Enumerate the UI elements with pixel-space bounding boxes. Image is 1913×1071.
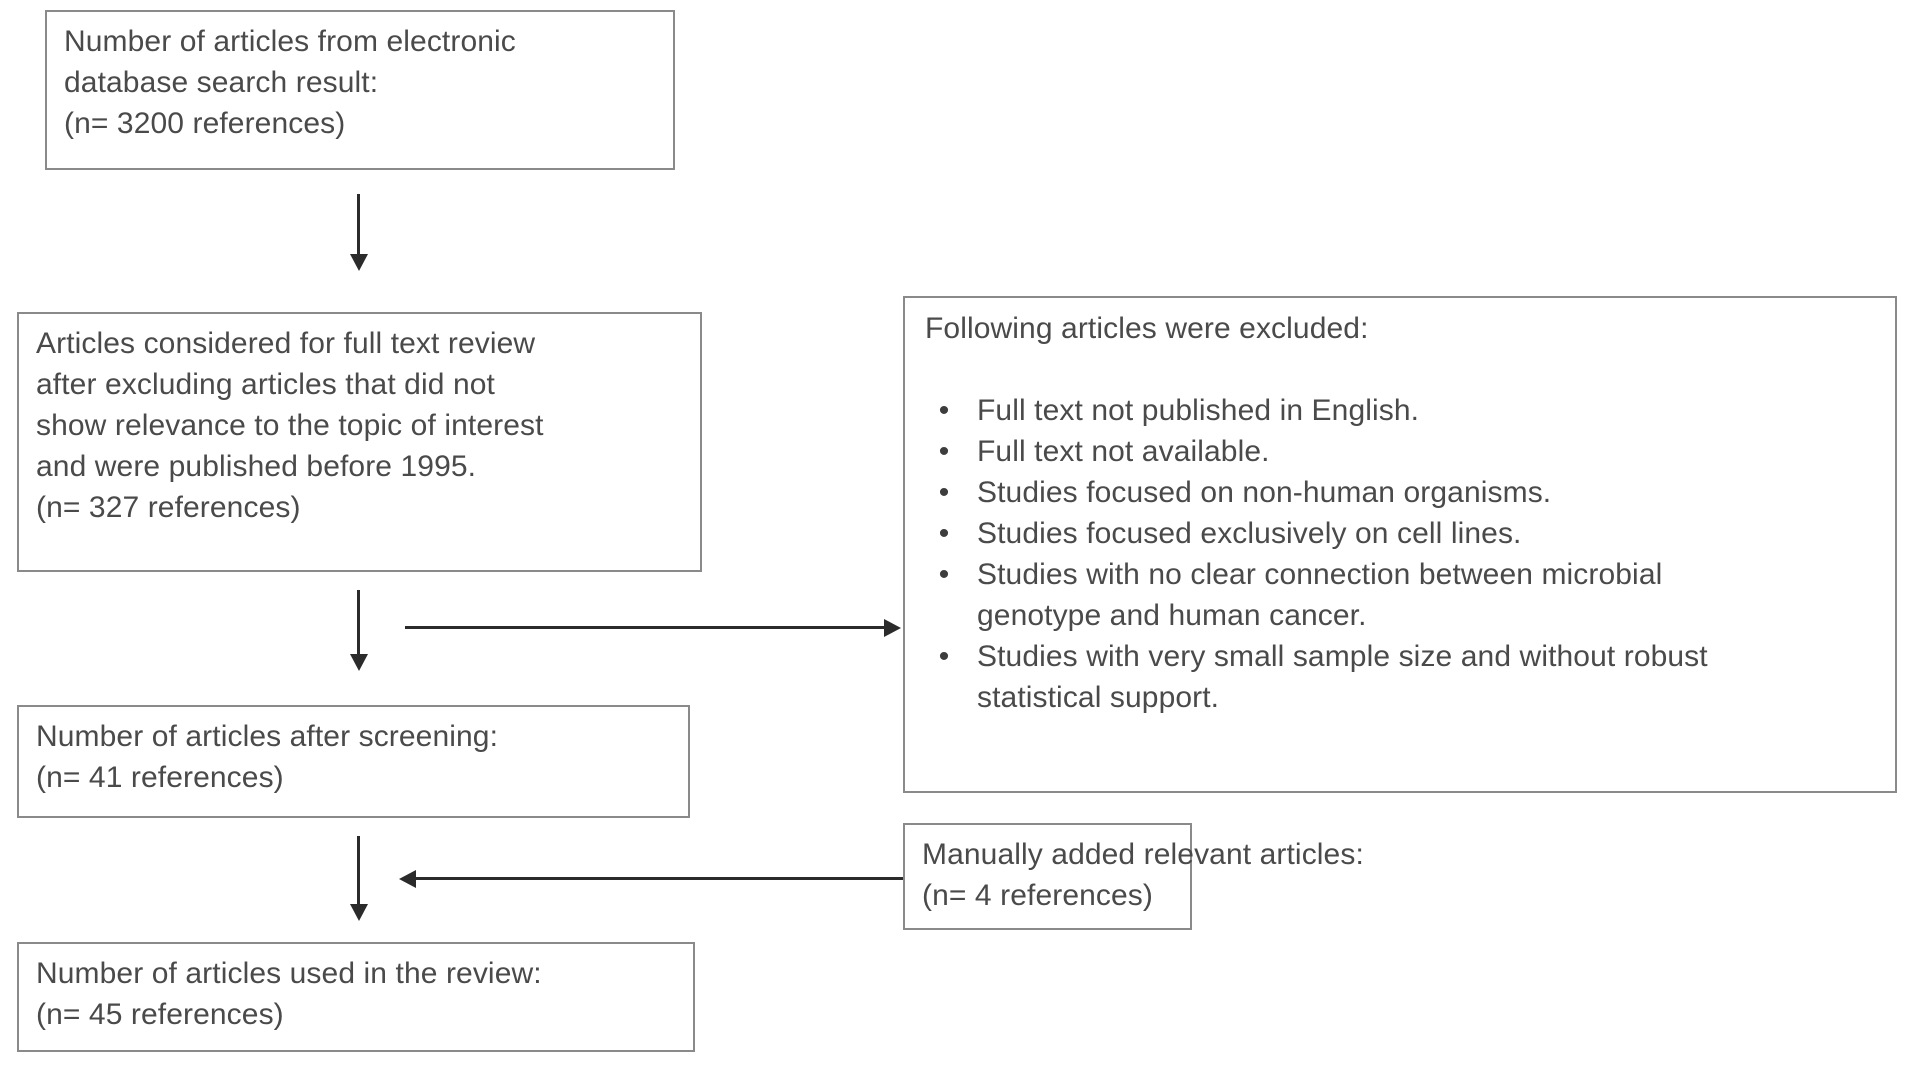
text-line: Articles considered for full text review (36, 327, 536, 360)
text-line-count: (n= 4 references) (922, 879, 1153, 912)
list-item-text: Studies focused on non-human organisms. (977, 476, 1552, 509)
text-line: Number of articles used in the review: (36, 957, 542, 990)
box-articles-used-in-review: Number of articles used in the review: (… (17, 942, 695, 1052)
text-line: Number of articles after screening: (36, 720, 499, 753)
list-item: • Studies focused exclusively on cell li… (925, 513, 1881, 554)
box-text: Articles considered for full text review… (36, 323, 690, 528)
text-line: after excluding articles that did not (36, 368, 495, 401)
connector-search-to-fulltext (357, 194, 360, 258)
bullet-icon: • (938, 640, 950, 673)
connector-manual-to-used (416, 877, 903, 880)
arrow-down-icon (350, 654, 368, 671)
text-line-count: (n= 327 references) (36, 491, 301, 524)
box-text: Manually added relevant articles: (n= 4 … (922, 834, 1364, 916)
text-line-count: (n= 45 references) (36, 998, 284, 1031)
connector-fulltext-to-excluded (405, 626, 887, 629)
box-articles-considered-full-text: Articles considered for full text review… (17, 312, 702, 572)
list-item-text: Full text not available. (977, 435, 1270, 468)
text-line: Number of articles from electronic (64, 25, 516, 58)
box-text: Number of articles used in the review: (… (36, 953, 683, 1035)
list-item-text: Studies focused exclusively on cell line… (977, 517, 1522, 550)
text-line: database search result: (64, 66, 379, 99)
connector-screening-to-used (357, 836, 360, 908)
bullet-icon: • (938, 558, 950, 591)
arrow-down-icon (350, 904, 368, 921)
box-manually-added-articles: Manually added relevant articles: (n= 4 … (903, 823, 1364, 930)
bullet-icon: • (938, 476, 950, 509)
list-item-text: Studies with no clear connection between… (977, 558, 1663, 591)
bullet-icon: • (938, 394, 950, 427)
arrow-left-icon (399, 870, 416, 888)
box-excluded-articles-criteria: Following articles were excluded: • Full… (903, 296, 1897, 793)
bullet-icon: • (938, 435, 950, 468)
text-line: show relevance to the topic of interest (36, 409, 544, 442)
arrow-right-icon (884, 619, 901, 637)
text-line: Manually added relevant articles: (922, 838, 1364, 871)
list-item-text-cont: statistical support. (977, 681, 1220, 714)
list-item-text: Full text not published in English. (977, 394, 1420, 427)
box-text: Number of articles from electronic datab… (64, 21, 663, 144)
text-line-count: (n= 3200 references) (64, 107, 346, 140)
list-item: • Studies with very small sample size an… (925, 636, 1881, 718)
list-item: • Studies focused on non-human organisms… (925, 472, 1881, 513)
list-item-text-cont: genotype and human cancer. (977, 599, 1367, 632)
text-line-count: (n= 41 references) (36, 761, 284, 794)
bullet-icon: • (938, 517, 950, 550)
excluded-title: Following articles were excluded: (925, 312, 1369, 345)
exclusion-criteria-list: • Full text not published in English. • … (925, 390, 1881, 718)
list-item-text: Studies with very small sample size and … (977, 640, 1708, 673)
box-articles-after-screening: Number of articles after screening: (n= … (17, 705, 690, 818)
box-text: Number of articles after screening: (n= … (36, 716, 678, 798)
text-line: and were published before 1995. (36, 450, 477, 483)
box-electronic-database-search: Number of articles from electronic datab… (45, 10, 675, 170)
list-item: • Full text not published in English. (925, 390, 1881, 431)
arrow-down-icon (350, 254, 368, 271)
connector-fulltext-to-screening (357, 590, 360, 658)
box-text: Following articles were excluded: • Full… (925, 308, 1881, 718)
list-item: • Full text not available. (925, 431, 1881, 472)
list-item: • Studies with no clear connection betwe… (925, 554, 1881, 636)
